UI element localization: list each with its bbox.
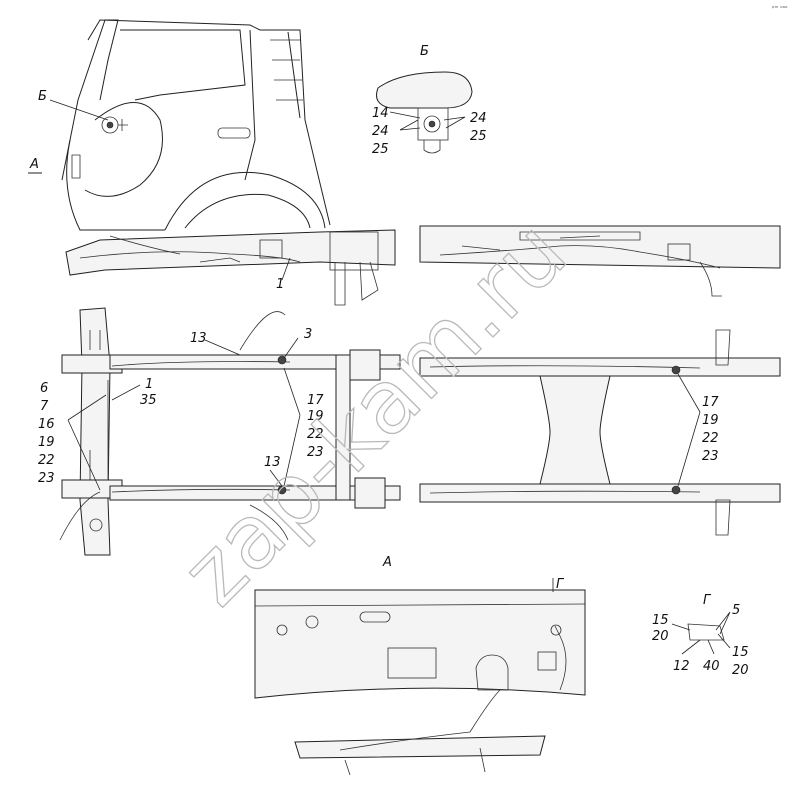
callout-23-plan-left: 23 <box>38 471 55 486</box>
callout-22-rear: 22 <box>702 431 719 446</box>
view-a-label-top: А <box>29 157 39 172</box>
callout-1-plan: 1 <box>145 377 153 392</box>
callout-40-g: 40 <box>703 659 720 674</box>
callout-23-rear: 23 <box>702 449 719 464</box>
callout-23-plan-mid: 23 <box>307 445 324 460</box>
callout-12-g: 12 <box>673 659 690 674</box>
callout-15-g-right: 15 <box>732 645 749 660</box>
chassis-plan-view: 13 3 1 35 6 7 16 19 22 23 17 19 22 23 13 <box>38 307 401 556</box>
callout-3-plan: 3 <box>304 327 312 342</box>
callout-6-plan: 6 <box>40 381 48 396</box>
callout-20-g-right: 20 <box>732 663 749 678</box>
callout-13-plan-top: 13 <box>190 331 207 346</box>
view-g-detail: Г 15 20 5 15 20 12 40 <box>652 593 749 678</box>
view-b-callout: Б <box>38 89 47 104</box>
callout-22-plan-left: 22 <box>38 453 55 468</box>
rear-side-strip <box>419 225 781 297</box>
callout-5-g: 5 <box>732 603 740 618</box>
callout-14-b: 14 <box>372 106 389 121</box>
callout-25-b-right: 25 <box>470 129 487 144</box>
callout-19-plan-left: 19 <box>38 435 55 450</box>
side-chassis-strip: 1 <box>65 229 396 306</box>
callout-17-rear: 17 <box>702 395 719 410</box>
view-b-label: Б <box>420 44 429 59</box>
callout-1-side: 1 <box>276 277 284 292</box>
rear-chassis-plan: 17 19 22 23 <box>419 329 781 536</box>
callout-19-plan-mid: 19 <box>307 409 324 424</box>
callout-24-b-right: 24 <box>470 111 487 126</box>
corner-mark: ᵖᵐ ᵒᵒᵒ <box>772 5 788 12</box>
callout-24-b-left: 24 <box>372 124 389 139</box>
callout-7-plan: 7 <box>40 399 49 414</box>
cab-side-view <box>61 19 331 231</box>
callout-16-plan: 16 <box>38 417 55 432</box>
callout-20-g-left: 20 <box>652 629 669 644</box>
callout-17-plan-mid: 17 <box>307 393 324 408</box>
callout-25-b-left: 25 <box>372 142 389 157</box>
view-a-rear-panel: А Г <box>254 555 586 776</box>
callout-19-rear: 19 <box>702 413 719 428</box>
view-g-callout: Г <box>556 577 565 592</box>
callout-13-plan-bottom: 13 <box>264 455 281 470</box>
callout-22-plan-mid: 22 <box>307 427 324 442</box>
callout-15-g-left: 15 <box>652 613 669 628</box>
callout-35-plan: 35 <box>140 393 157 408</box>
view-a-label-bottom: А <box>382 555 392 570</box>
view-g-label: Г <box>703 593 712 608</box>
view-b-detail: Б 14 24 25 24 25 <box>372 44 487 157</box>
